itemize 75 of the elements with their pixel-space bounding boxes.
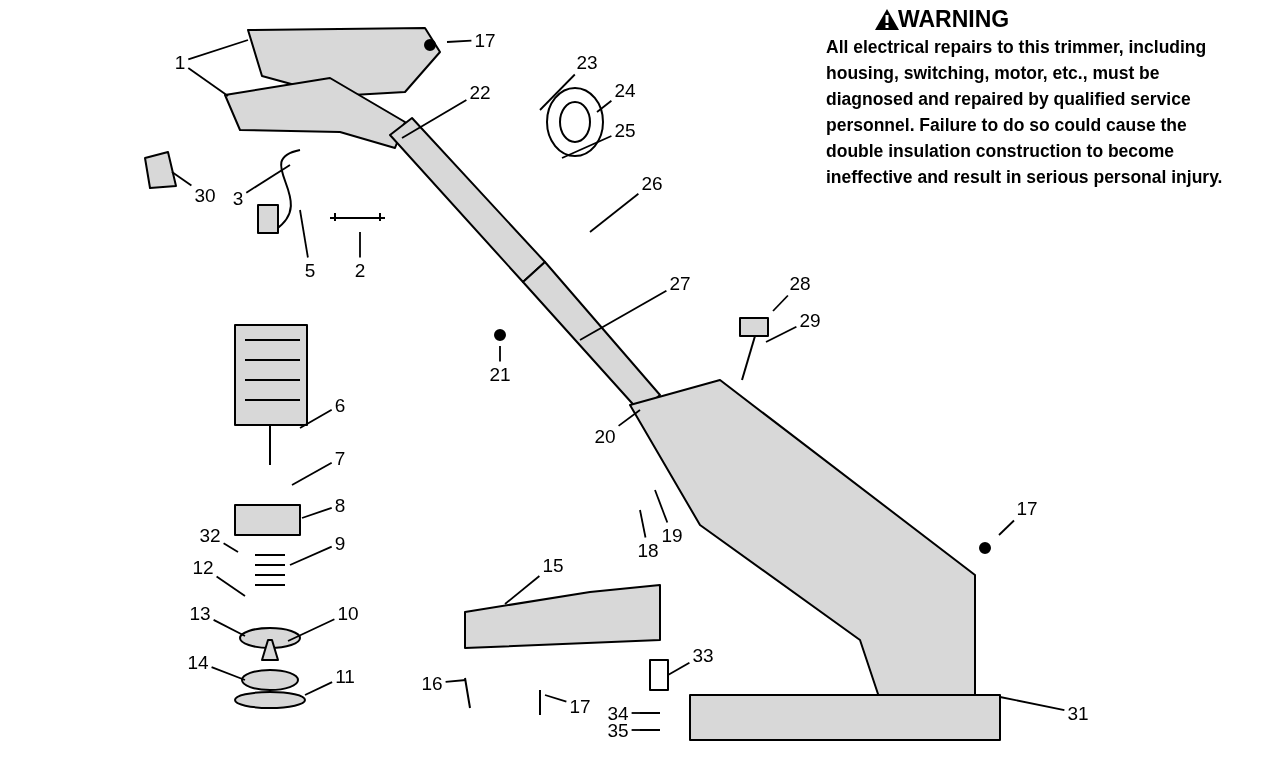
leader-line xyxy=(301,506,333,519)
callout-number: 24 xyxy=(614,80,636,100)
callout-number: 33 xyxy=(692,645,714,665)
callout-number: 6 xyxy=(334,395,346,415)
leader-line xyxy=(639,509,647,539)
leader-line xyxy=(499,345,501,363)
leader-line xyxy=(544,694,568,703)
callout-number: 17 xyxy=(569,696,591,716)
callout-number: 12 xyxy=(192,557,214,577)
callout-number: 10 xyxy=(337,603,359,623)
callout-number: 20 xyxy=(594,426,616,446)
leader-line xyxy=(210,666,246,681)
callout-number: 28 xyxy=(789,273,811,293)
callout-number: 3 xyxy=(232,188,244,208)
callout-number: 17 xyxy=(1016,498,1038,518)
leader-line xyxy=(617,409,641,427)
leader-line xyxy=(212,619,246,637)
leader-line xyxy=(359,231,361,259)
leader-line xyxy=(504,575,541,605)
callout-number: 15 xyxy=(542,555,564,575)
leader-line xyxy=(187,39,249,61)
leader-line xyxy=(999,696,1066,712)
leader-line xyxy=(630,729,644,731)
leader-line xyxy=(998,519,1015,536)
callout-number: 21 xyxy=(489,364,511,384)
leader-line xyxy=(444,679,467,683)
callout-number: 14 xyxy=(187,652,209,672)
callout-number: 7 xyxy=(334,448,346,468)
callout-number: 22 xyxy=(469,82,491,102)
leader-line xyxy=(630,712,644,714)
callout-number: 17 xyxy=(474,30,496,50)
callout-number: 5 xyxy=(304,260,316,280)
callout-number: 8 xyxy=(334,495,346,515)
leader-line xyxy=(304,681,333,696)
callout-number: 19 xyxy=(661,525,683,545)
callout-number: 29 xyxy=(799,310,821,330)
callout-number: 32 xyxy=(199,525,221,545)
leader-line xyxy=(215,575,246,597)
leader-line xyxy=(171,171,193,187)
callout-number: 31 xyxy=(1067,703,1089,723)
leader-line xyxy=(579,289,668,341)
callout-number: 9 xyxy=(334,533,346,553)
leader-line xyxy=(667,661,691,676)
leader-line xyxy=(772,294,789,312)
callout-number: 26 xyxy=(641,173,663,193)
leader-line xyxy=(289,545,333,566)
leader-line xyxy=(299,408,333,429)
callout-number: 1 xyxy=(174,52,186,72)
callout-number: 27 xyxy=(669,273,691,293)
callout-number: 18 xyxy=(637,540,659,560)
leader-line xyxy=(291,461,333,486)
leader-line xyxy=(245,164,291,194)
warning-heading: WARNING xyxy=(898,6,1010,33)
leader-line xyxy=(765,325,798,343)
leader-line xyxy=(401,99,468,139)
leader-line xyxy=(654,489,669,524)
leader-line xyxy=(561,135,613,159)
warning-text: All electrical repairs to this trimmer, including housing, switching, motor, etc., must be diagnosed and repaired by qualified service personnel. Failure to do so could cause the double insulation construction to become ineffective and result in serious personal injury. xyxy=(826,36,1224,189)
leader-line xyxy=(222,542,239,553)
leader-line xyxy=(589,192,640,233)
callout-number: 2 xyxy=(354,260,366,280)
callout-number: 25 xyxy=(614,120,636,140)
callout-number: 30 xyxy=(194,185,216,205)
leader-line xyxy=(596,99,613,113)
callout-number: 34 xyxy=(607,703,629,723)
leader-line xyxy=(187,67,229,97)
leader-line xyxy=(446,39,473,43)
leader-line xyxy=(299,209,309,259)
callout-number: 16 xyxy=(421,673,443,693)
callout-number: 23 xyxy=(576,52,598,72)
leader-line xyxy=(539,73,576,111)
callout-number: 11 xyxy=(335,666,355,686)
callout-number: 35 xyxy=(607,720,629,740)
leader-line xyxy=(287,618,336,642)
callout-number: 13 xyxy=(189,603,211,623)
